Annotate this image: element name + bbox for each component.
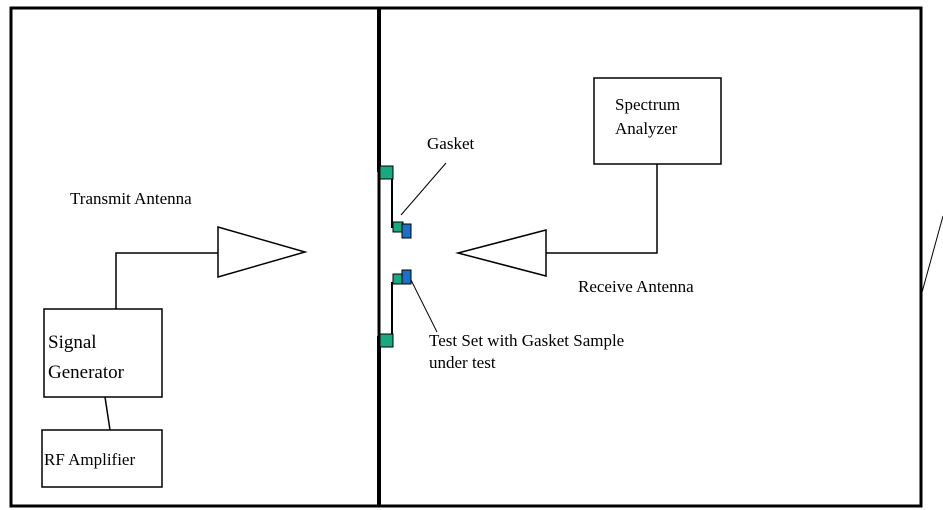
spectrum-analyzer-box [593, 77, 722, 165]
transmit-cable [115, 252, 218, 309]
spectrum-analyzer-label-line1: Spectrum [615, 95, 680, 114]
wall-flange-top [379, 165, 394, 180]
test-set-label-line2: under test [429, 353, 496, 372]
test-set-label-line1: Test Set with Gasket Sample [429, 331, 624, 350]
right-edge-line [920, 215, 943, 297]
receive-antenna [455, 229, 547, 277]
spectrum-analyzer-label-line2: Analyzer [615, 119, 678, 138]
transmit-antenna [217, 226, 308, 278]
wall-flange-bottom [379, 333, 394, 348]
test-set-leader-line [410, 279, 438, 333]
gasket-sample-top [392, 221, 412, 239]
gasket-label: Gasket [427, 134, 474, 153]
right-chamber [377, 6, 923, 508]
signal-generator-label-line1: Signal [48, 332, 97, 353]
rf-amplifier-box [41, 429, 163, 488]
transmit-antenna-label: Transmit Antenna [70, 189, 192, 208]
signal-generator-box [43, 308, 163, 398]
receive-cable [546, 164, 658, 254]
receive-antenna-label: Receive Antenna [578, 277, 694, 296]
gasket-sample-bottom [392, 269, 412, 285]
generator-amplifier-cable [104, 396, 111, 431]
signal-generator-label-line2: Generator [48, 362, 125, 383]
dividing-wall [377, 8, 393, 506]
gasket-leader-line [400, 162, 447, 216]
rf-amplifier-label: RF Amplifier [44, 450, 135, 469]
